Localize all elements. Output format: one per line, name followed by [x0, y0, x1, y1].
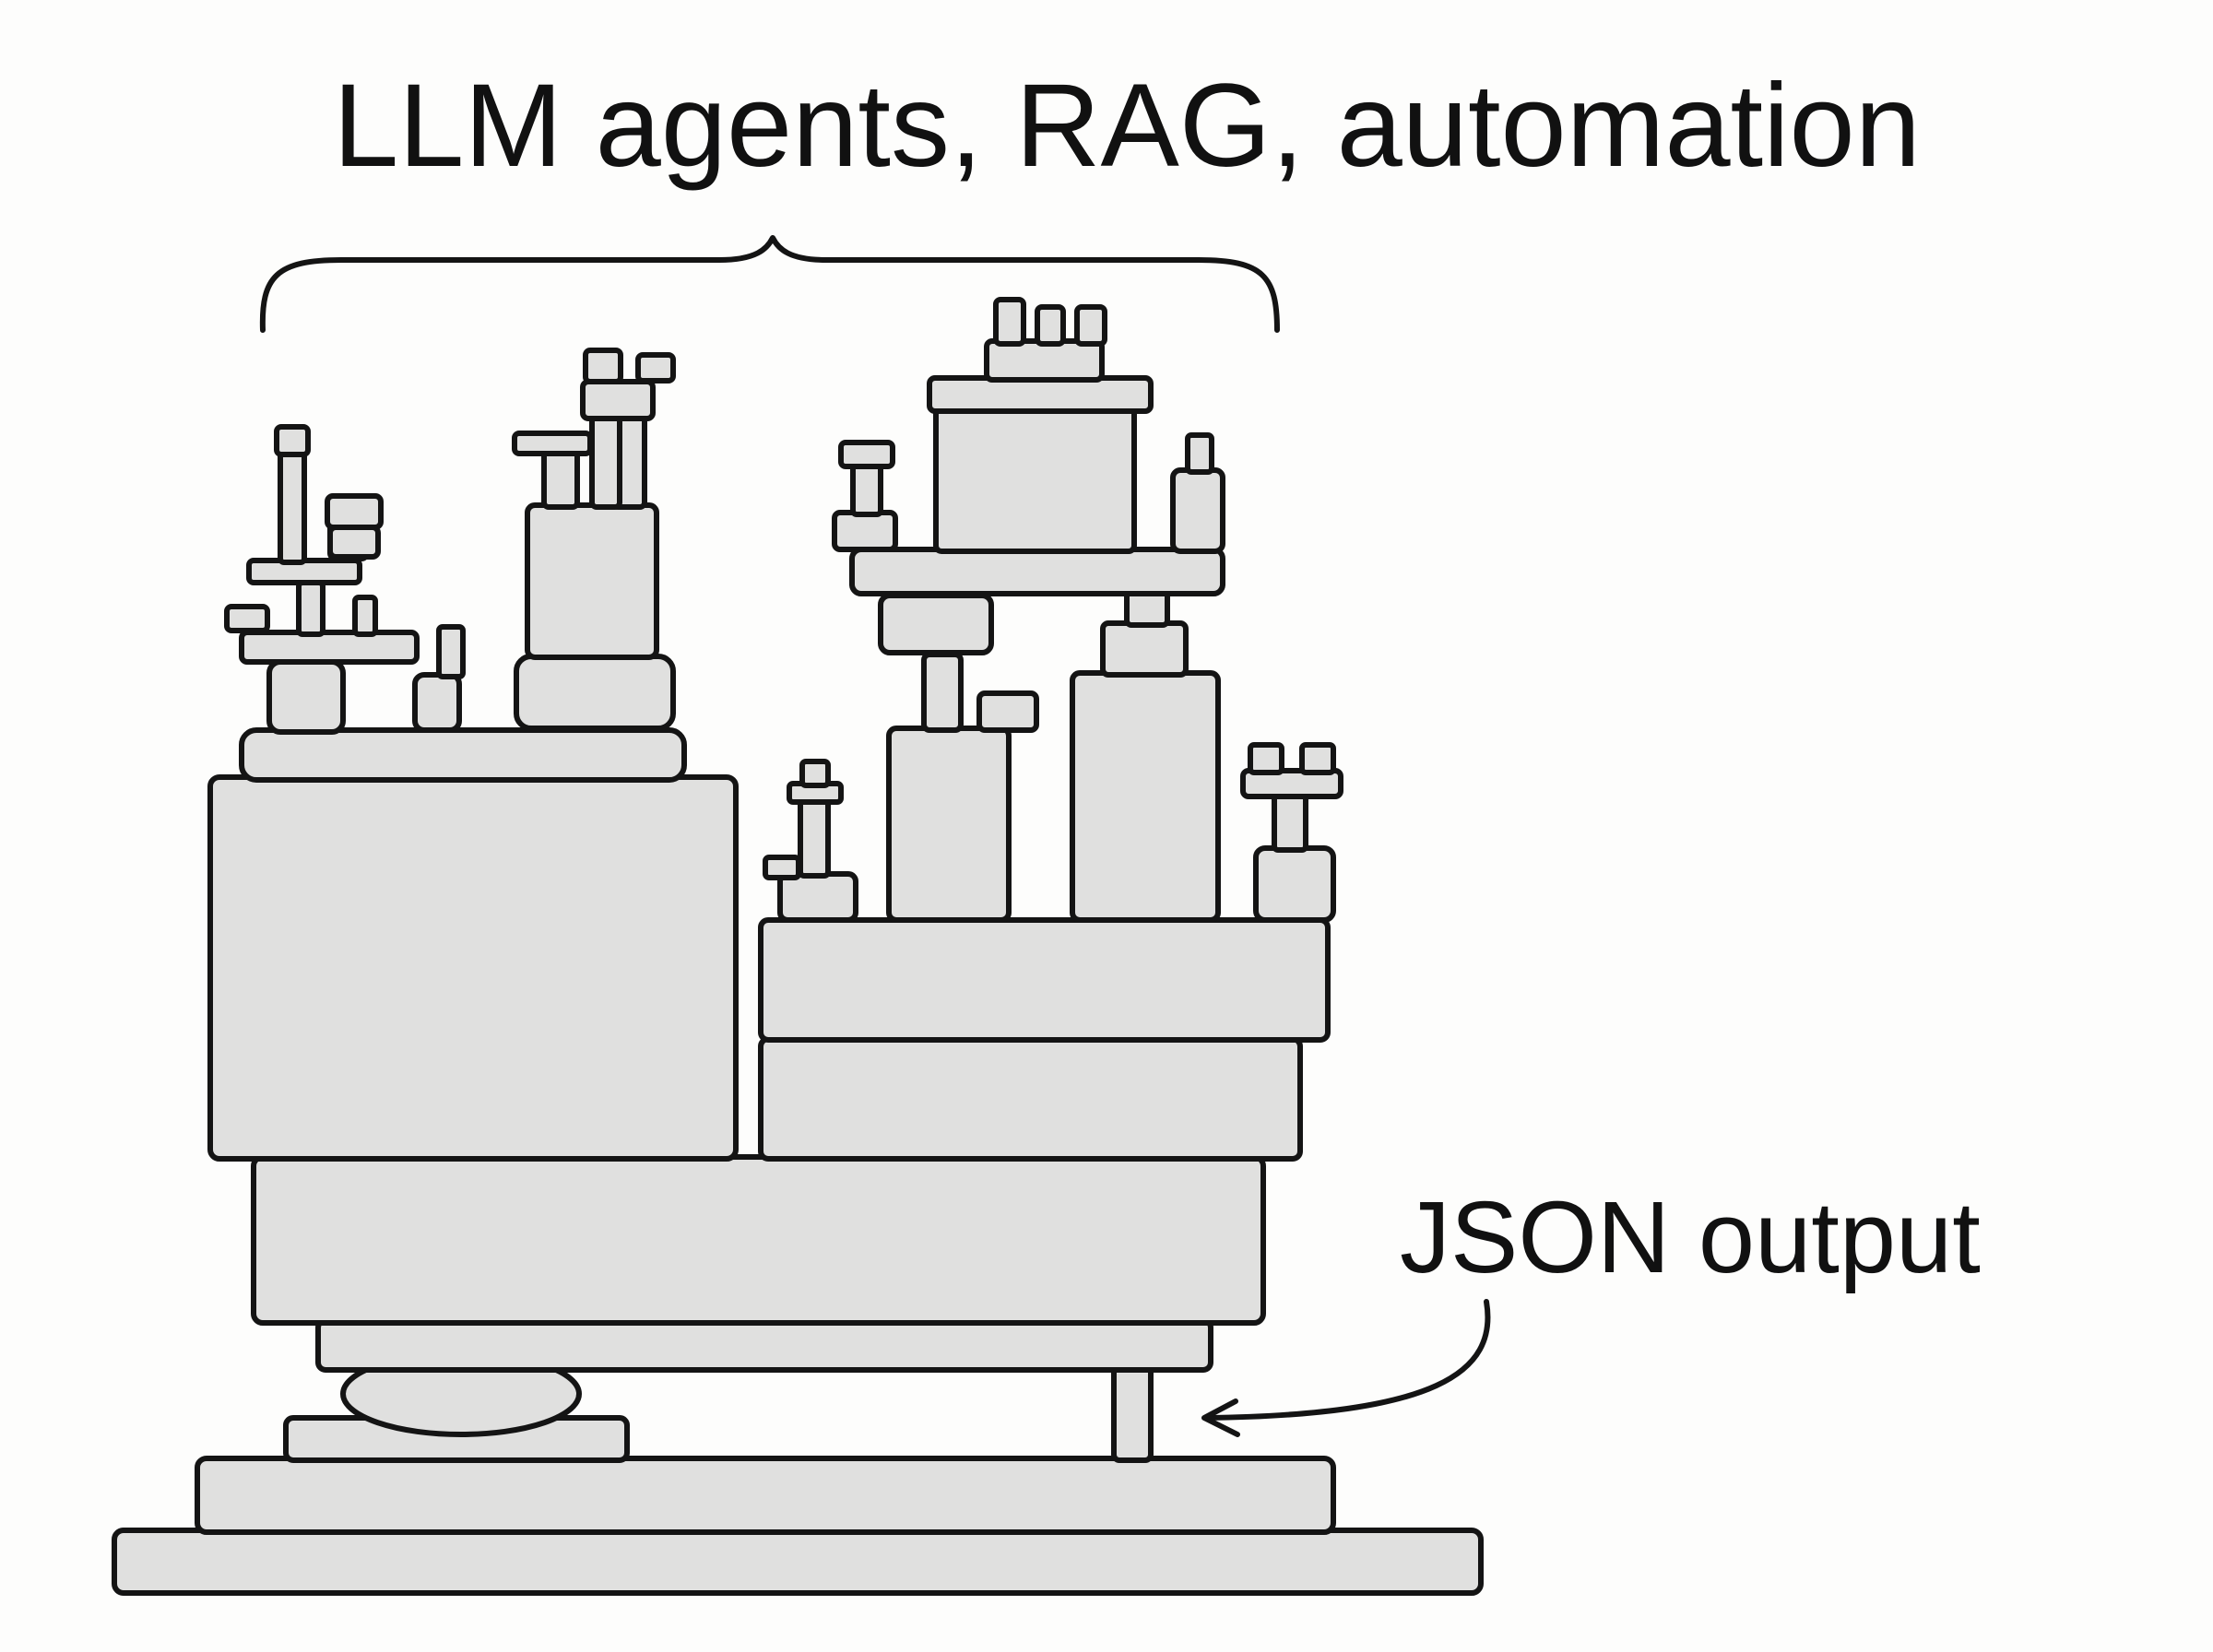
upper-box-peg-a — [993, 297, 1026, 347]
upper-box-peg-b — [1035, 304, 1066, 347]
right-edge-post — [1272, 792, 1308, 853]
bridge-right-peg — [1185, 432, 1214, 475]
left-tower-base — [266, 659, 346, 735]
right-edge-top-b — [1299, 742, 1336, 775]
left-tower-side-block-c — [327, 525, 381, 560]
right-upper-slab — [758, 917, 1331, 1043]
middle-tower-top-block-b — [635, 352, 676, 384]
bridge-support-block — [878, 593, 994, 655]
left-tower-shelf-lower — [239, 630, 420, 665]
large-left-box — [207, 774, 739, 1162]
left-tower-cap — [274, 424, 311, 457]
main-slab — [251, 1154, 1266, 1326]
left-tower-peg-a — [296, 580, 325, 637]
middle-tower-bar — [512, 431, 593, 456]
right-edge-crossbar — [1240, 768, 1343, 799]
right-edge-top-a — [1248, 742, 1284, 775]
middle-tower-box — [525, 502, 659, 660]
top-label: LLM agents, RAG, automation — [333, 60, 1921, 192]
base-plate-upper — [195, 1456, 1336, 1535]
bridge-left-cap — [838, 440, 895, 469]
bridge-left-post — [850, 460, 883, 517]
tall-box-right — [1070, 670, 1221, 923]
left-box-lid — [239, 727, 687, 783]
upper-box-slab — [984, 338, 1105, 383]
right-small-post-base — [777, 871, 858, 923]
right-small-post — [798, 796, 831, 879]
upper-box-lid — [927, 375, 1154, 414]
middle-tower-drum — [514, 654, 676, 731]
tall-box-right-cap — [1100, 620, 1189, 678]
tall-box-left-cap — [976, 690, 1039, 733]
upper-box-peg-c — [1074, 304, 1107, 347]
right-small-post-top — [799, 759, 831, 788]
bridge-left-block — [832, 510, 898, 552]
under-plate — [315, 1317, 1213, 1373]
tall-box-left-peg — [921, 652, 964, 733]
left-tower-side-block-b — [325, 493, 384, 530]
upper-box — [933, 403, 1137, 554]
left-tower-small-block — [412, 672, 462, 733]
right-edge-block — [1253, 845, 1336, 923]
right-lower-slab — [758, 1036, 1303, 1162]
left-tower-small-peg — [436, 624, 466, 679]
pointer-arrow — [1203, 1299, 1491, 1421]
tall-box-left — [886, 726, 1012, 923]
left-tower-peg-b — [352, 595, 378, 637]
bridge-slab — [849, 547, 1225, 596]
top-brace — [259, 235, 1280, 333]
json-output-post — [1111, 1360, 1154, 1463]
base-plate-bottom — [112, 1528, 1484, 1596]
bottom-label: JSON output — [1400, 1181, 1981, 1294]
middle-tower-top-block-a — [583, 348, 623, 384]
middle-tower-top-slab — [580, 379, 656, 421]
bridge-right-block — [1170, 467, 1225, 554]
pointer-arrowhead — [1201, 1398, 1240, 1437]
right-small-post-tab — [763, 855, 801, 880]
left-tower-tab — [224, 604, 270, 633]
